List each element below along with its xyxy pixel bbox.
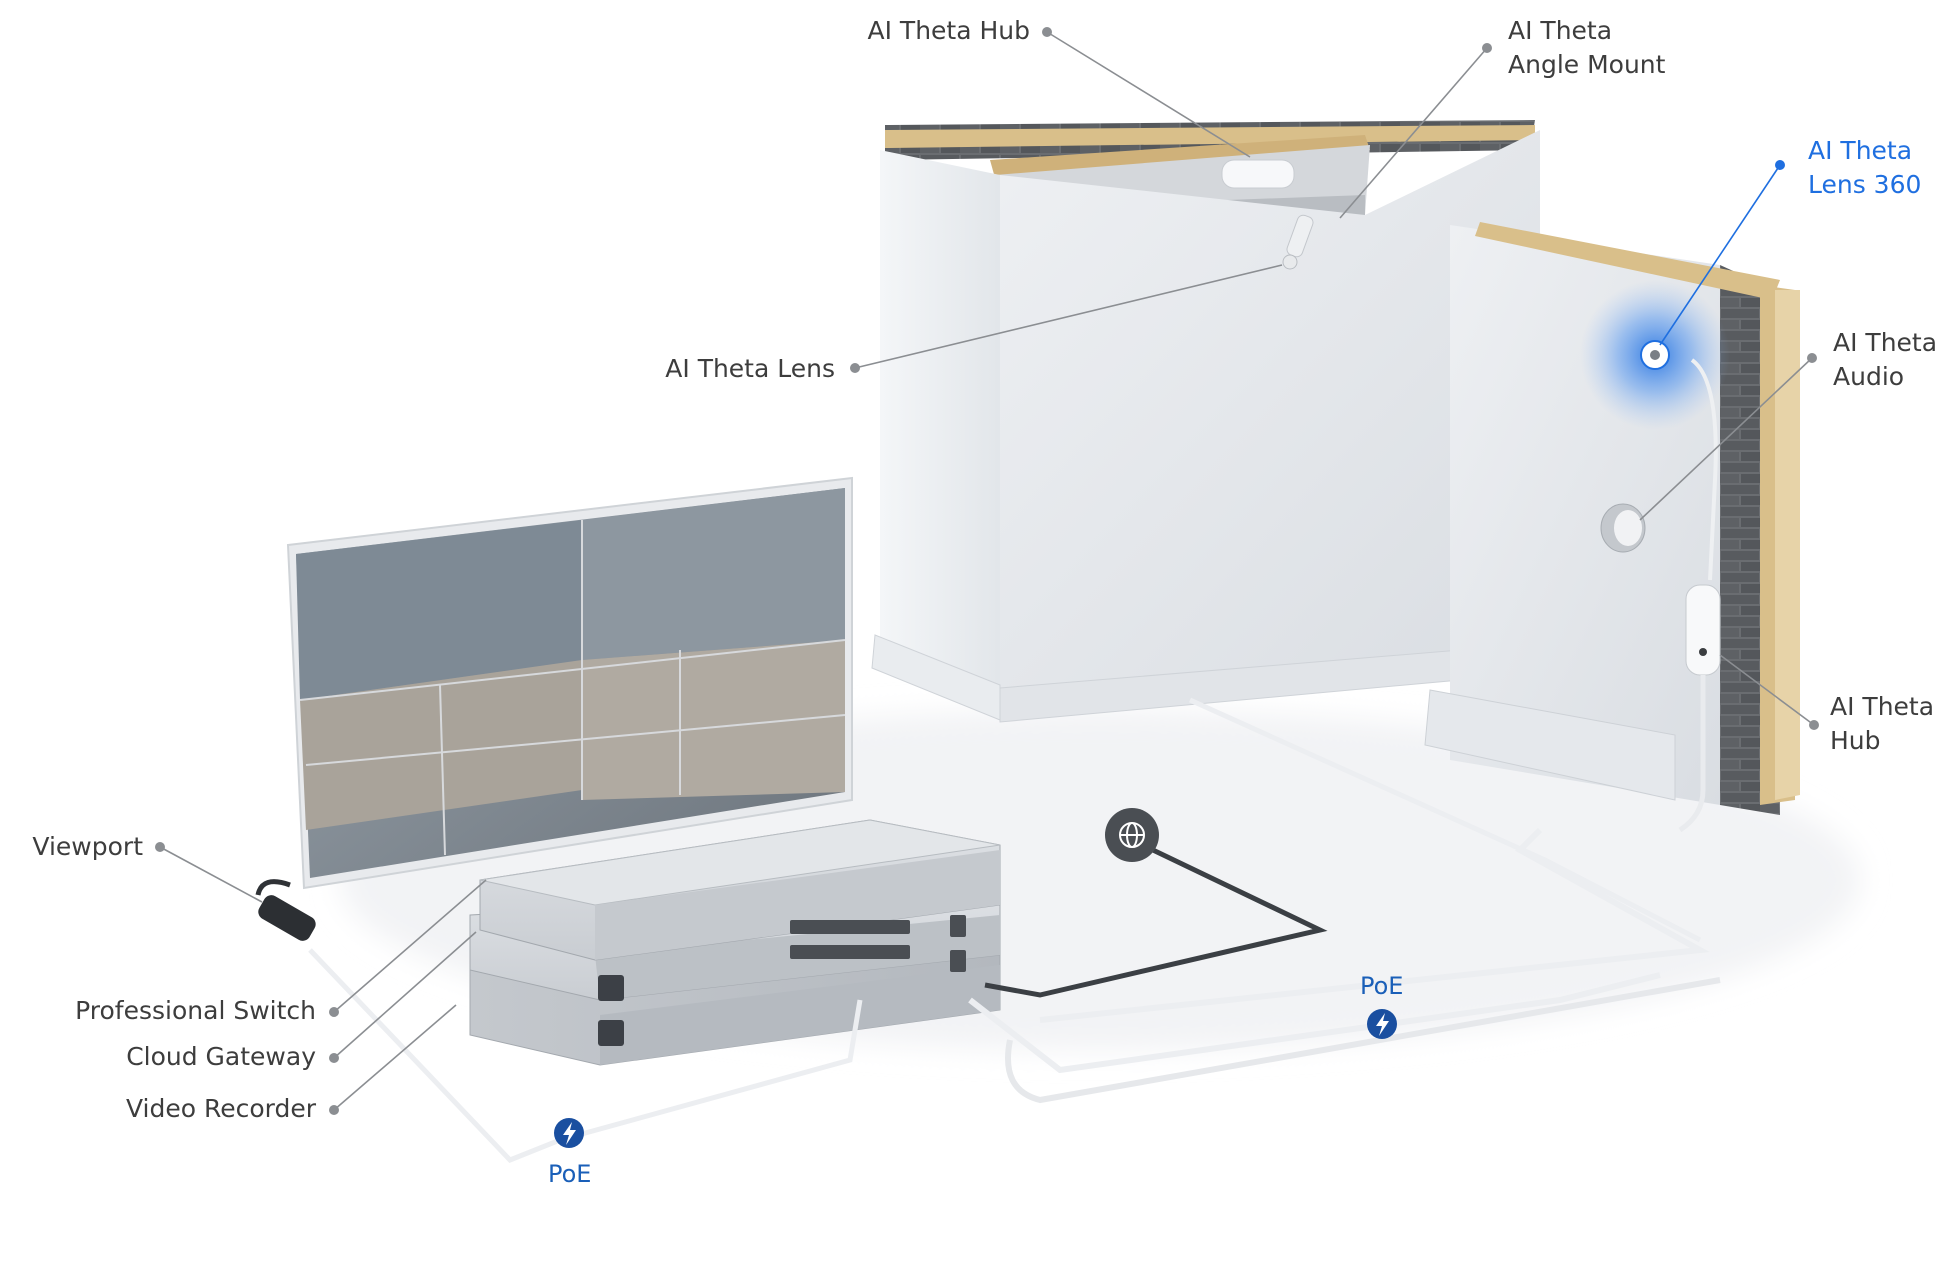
leader-lines	[155, 27, 1819, 1115]
label-ai-theta-hub-right: AI Theta Hub	[1830, 692, 1935, 755]
poe-badge-center	[1367, 1009, 1397, 1039]
label-ai-theta-lens: AI Theta Lens	[665, 354, 835, 383]
poe-label-center: PoE	[1360, 972, 1404, 1000]
cables	[255, 697, 1721, 1163]
label-ai-theta-audio: AI Theta Audio	[1833, 328, 1938, 391]
poe-badge-bottom	[554, 1118, 584, 1148]
lightning-bolt-icon	[1376, 1013, 1389, 1036]
label-ai-theta-angle-mount: AI Theta Angle Mount	[1508, 16, 1666, 79]
label-cloud-gateway: Cloud Gateway	[126, 1042, 316, 1071]
poe-label-bottom: PoE	[548, 1160, 592, 1188]
lightning-bolt-icon	[563, 1122, 576, 1145]
label-viewport: Viewport	[32, 832, 143, 861]
monitor	[286, 476, 853, 890]
audio-device	[1600, 503, 1646, 553]
globe-icon	[1105, 808, 1159, 862]
back-wall	[871, 120, 1540, 723]
label-video-recorder: Video Recorder	[125, 1094, 316, 1123]
label-professional-switch: Professional Switch	[75, 996, 316, 1025]
wall-hub-device	[1678, 358, 1721, 833]
ceiling-hub-device	[1221, 159, 1295, 189]
lens-360-device	[1580, 280, 1730, 430]
device-stack	[469, 819, 1001, 1066]
label-ai-theta-lens-360: AI Theta Lens 360	[1808, 136, 1922, 199]
viewport-device	[258, 895, 316, 941]
label-ai-theta-hub-top: AI Theta Hub	[867, 16, 1031, 45]
angle-mount-device	[1282, 214, 1314, 270]
